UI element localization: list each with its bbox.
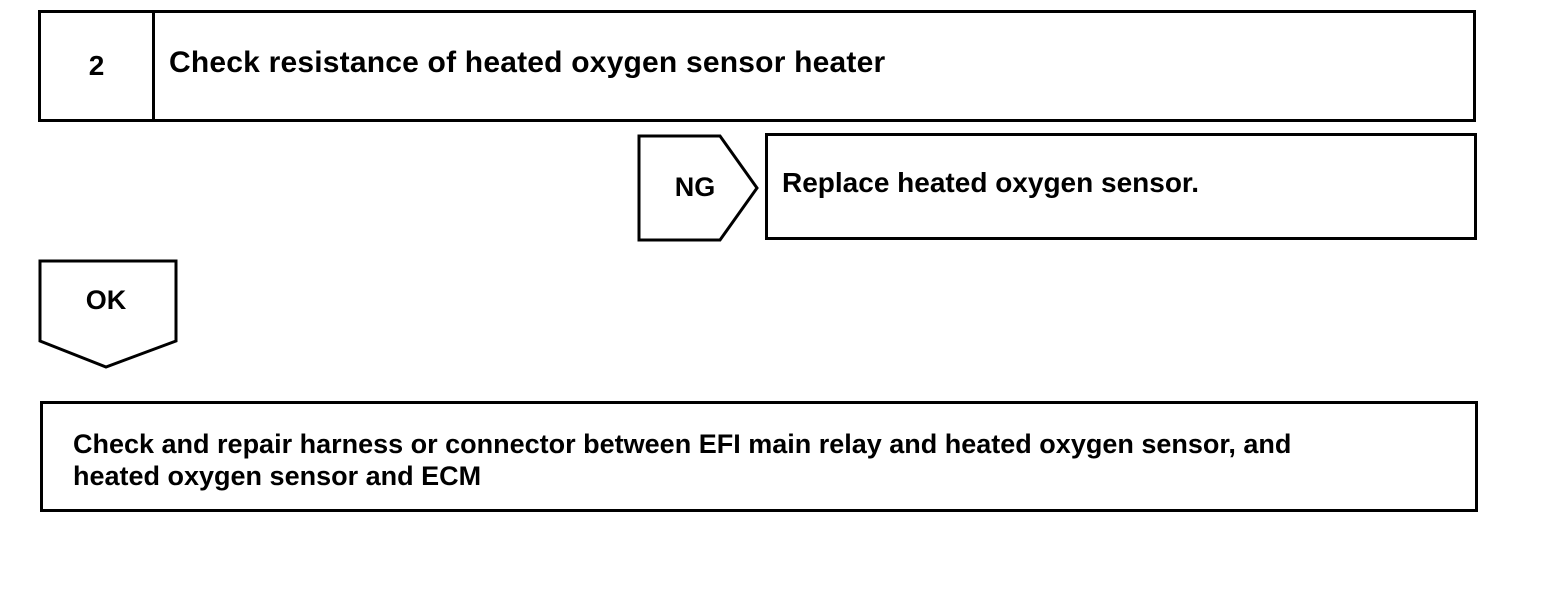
- ok-label: OK: [85, 285, 127, 315]
- ng-result-box: Replace heated oxygen sensor.: [765, 133, 1477, 240]
- step-title: Check resistance of heated oxygen sensor…: [169, 46, 886, 79]
- step-number: 2: [41, 13, 155, 119]
- ng-arrow-shape: [637, 134, 759, 242]
- step-box: 2 Check resistance of heated oxygen sens…: [38, 10, 1476, 122]
- ng-label: NG: [674, 172, 716, 202]
- ng-result-text: Replace heated oxygen sensor.: [782, 166, 1200, 198]
- ok-arrow-shape: [38, 259, 178, 369]
- final-action-box: Check and repair harness or connector be…: [40, 401, 1478, 512]
- final-action-line2: heated oxygen sensor and ECM: [73, 461, 482, 491]
- final-action-line1: Check and repair harness or connector be…: [73, 429, 1292, 459]
